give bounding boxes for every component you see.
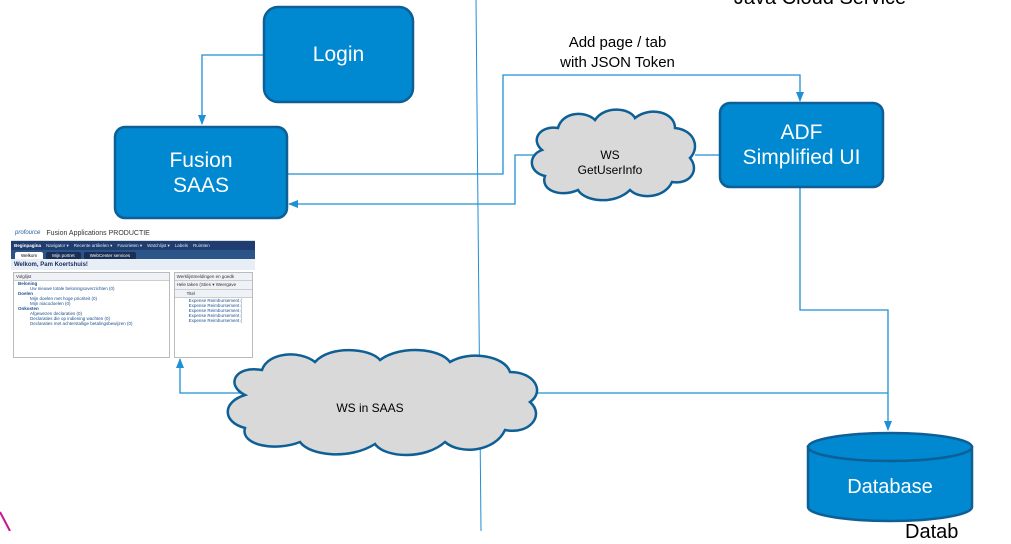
database-bottom-label: Datab	[905, 521, 959, 543]
welcome-heading: Welkom, Pam Koertshuis!	[11, 259, 255, 270]
group-name: Beloning	[18, 281, 38, 286]
ws-getuserinfo-cloud	[530, 108, 697, 202]
tab-webcenter: WebCenter services	[83, 252, 137, 259]
volglijst-title: Volglijst	[14, 273, 169, 281]
list-item: Declaraties die op indiening wachten (0)	[30, 316, 111, 321]
list-item: Declaraties met achterstallige betalings…	[30, 321, 133, 326]
add-page-label-line2: with JSON Token	[560, 54, 675, 71]
fusion-saas-box	[113, 125, 289, 220]
nav-item: Labels	[174, 243, 188, 248]
adf-simplified-ui-box	[718, 101, 885, 189]
java-cloud-service-title: Java Cloud Service	[700, 0, 940, 10]
nav-item: Beginpagina	[14, 243, 42, 248]
volglijst-pane: Volglijst Beloning Uw nieuwe totale belo…	[13, 272, 170, 358]
list-item: Uw nieuwe totale beloningsoverzichten (0…	[30, 286, 115, 291]
ws-getuserinfo-label: WS GetUserInfo	[560, 148, 660, 178]
diagram-canvas	[0, 0, 974, 531]
fusion-saas-label: Fusion SAAS	[115, 127, 287, 218]
column-header-titel: Titel	[174, 290, 252, 298]
screenshot-nav: Beginpagina Navigator ▾ Recente artikele…	[11, 241, 255, 250]
ws-label-line1: WS	[600, 148, 620, 162]
login-label: Login	[312, 43, 365, 66]
table-row: Expense Reimbursement (	[188, 298, 242, 303]
ws-in-saas-cloud	[226, 348, 539, 457]
add-page-label: Add page / tab with JSON Token	[520, 33, 715, 73]
nav-item: Recente artikelen ▾	[73, 242, 113, 248]
login-box	[262, 5, 415, 104]
table-row: Expense Reimbursement (	[188, 303, 242, 308]
werklijst-title: Werklijstmeldingen en goedk	[174, 273, 252, 281]
profource-logo: profource	[15, 230, 41, 236]
screenshot-header: profource Fusion Applications PRODUCTIE	[11, 226, 255, 241]
nav-item: Ruimten	[192, 243, 210, 248]
connector-ws-to-fusion	[288, 154, 536, 208]
ws-label-line2: GetUserInfo	[577, 163, 643, 177]
fusion-label-line1: Fusion	[169, 148, 233, 172]
werklijst-pane: Werklijstmeldingen en goedk Hele taken (…	[173, 272, 253, 358]
database-label: Database	[847, 475, 933, 498]
nav-item: Navigator ▾	[46, 242, 69, 248]
list-item: Mijn doelen met hoge prioriteit (0)	[30, 296, 98, 301]
connector-fusion-to-adf	[287, 74, 804, 175]
group-name: Onkosten	[18, 306, 39, 311]
adf-label-line2: Simplified UI	[742, 146, 861, 169]
adf-label: ADF Simplified UI	[720, 103, 883, 187]
database-cylinder	[806, 445, 974, 523]
screenshot-app-title: Fusion Applications PRODUCTIE	[46, 229, 150, 237]
connector-adf-to-database	[799, 187, 892, 431]
nav-item: Watchlijst ▾	[147, 242, 170, 248]
table-row: Expense Reimbursement (	[188, 318, 242, 323]
database-cylinder-top	[806, 431, 974, 463]
fusion-label-line2: SAAS	[172, 173, 230, 197]
adf-label-line1: ADF	[780, 121, 823, 144]
tab-welkom: Welkom	[15, 252, 44, 259]
group-name: Doelen	[18, 291, 34, 296]
ws-in-saas-label: WS in SAAS	[336, 401, 404, 415]
cloud-boundary-divider	[475, 0, 482, 531]
accent-line	[0, 511, 11, 531]
table-row: Expense Reimbursement (	[188, 313, 242, 318]
list-item: Afgewezen declaraties (0)	[30, 311, 83, 316]
fusion-applications-screenshot: profource Fusion Applications PRODUCTIE …	[11, 226, 255, 358]
screenshot-tabs: Welkom Mijn portret WebCenter services	[11, 250, 255, 259]
add-page-label-line1: Add page / tab	[568, 34, 667, 51]
nav-item: Favorieten ▾	[117, 242, 143, 248]
list-item: Mijn niacodoelen (0)	[30, 301, 71, 306]
connector-login-to-fusion	[198, 54, 264, 125]
table-row: Expense Reimbursement (	[188, 308, 242, 313]
werklijst-toolbar: Hele taken (Sties ▾ Weergave	[174, 281, 252, 290]
connector-database-to-screenshot	[176, 358, 888, 394]
tab-mijn-portret: Mijn portret	[46, 252, 81, 259]
